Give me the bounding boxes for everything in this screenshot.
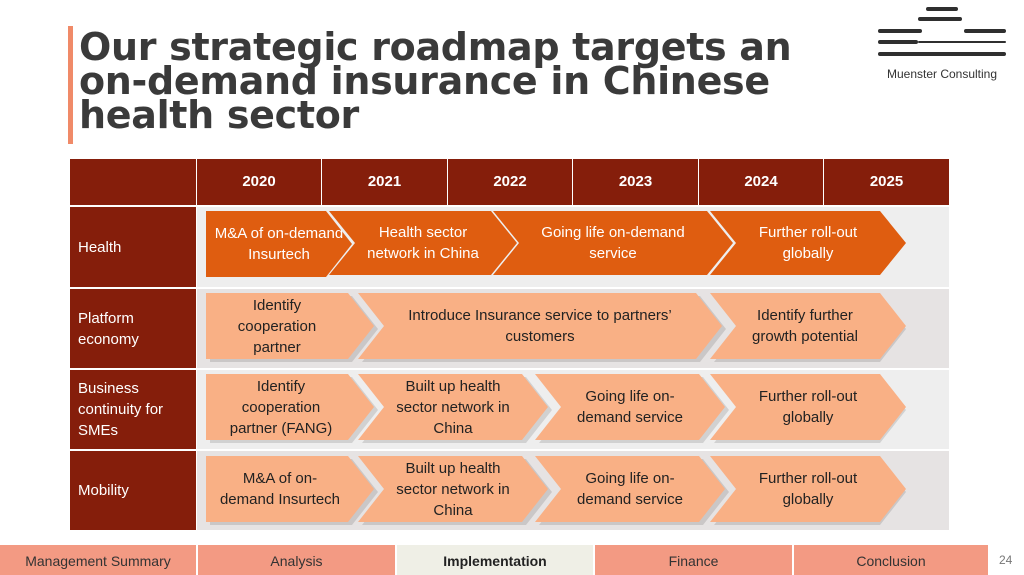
year-2025: 2025 xyxy=(823,159,949,205)
year-2024: 2024 xyxy=(698,159,823,205)
step-platform-3: Identify further growth potential xyxy=(710,293,906,359)
step-mobility-3: Going life on-demand service xyxy=(535,456,725,522)
nav-analysis[interactable]: Analysis xyxy=(198,545,397,575)
page-number: 24 xyxy=(999,553,1013,567)
logo-icon xyxy=(876,6,1008,82)
year-2023: 2023 xyxy=(572,159,698,205)
year-2021: 2021 xyxy=(321,159,447,205)
nav-management-summary[interactable]: Management Summary xyxy=(0,545,198,575)
step-health-1: M&A of on-demand Insurtech xyxy=(206,211,352,277)
row-label-platform: Platform economy xyxy=(70,287,196,368)
step-smes-4: Further roll-out globally xyxy=(710,374,906,440)
year-2020: 2020 xyxy=(196,159,321,205)
logo-name: Muenster Consulting xyxy=(886,67,998,81)
nav-finance[interactable]: Finance xyxy=(595,545,794,575)
nav-conclusion[interactable]: Conclusion xyxy=(794,545,990,575)
table-header: 2020 2021 2022 2023 2024 2025 xyxy=(70,159,949,205)
step-smes-1: Identify cooperation partner (FANG) xyxy=(206,374,374,440)
step-mobility-2: Built up health sector network in China xyxy=(358,456,548,522)
step-smes-3: Going life on-demand service xyxy=(535,374,725,440)
step-mobility-1: M&A of on-demand Insurtech xyxy=(206,456,374,522)
row-label-health: Health xyxy=(70,205,196,287)
row-label-smes: Business continuity for SMEs xyxy=(70,368,196,449)
step-health-3: Going life on-demand service xyxy=(493,211,733,275)
section-nav: Management Summary Analysis Implementati… xyxy=(0,545,990,575)
page-title: Our strategic roadmap targets an on-dema… xyxy=(79,25,792,137)
roadmap-table: 2020 2021 2022 2023 2024 2025 Health M&A… xyxy=(70,159,949,530)
nav-implementation[interactable]: Implementation xyxy=(397,545,595,575)
step-smes-2: Built up health sector network in China xyxy=(358,374,548,440)
title-accent-bar xyxy=(68,26,73,144)
header-corner xyxy=(70,159,196,205)
step-health-2: Health sector network in China xyxy=(329,211,517,275)
step-mobility-4: Further roll-out globally xyxy=(710,456,906,522)
year-2022: 2022 xyxy=(447,159,572,205)
step-platform-1: Identify cooperation partner xyxy=(206,293,374,359)
step-platform-2: Introduce Insurance service to partners’… xyxy=(358,293,722,359)
step-health-4: Further roll-out globally xyxy=(710,211,906,275)
row-label-mobility: Mobility xyxy=(70,449,196,530)
